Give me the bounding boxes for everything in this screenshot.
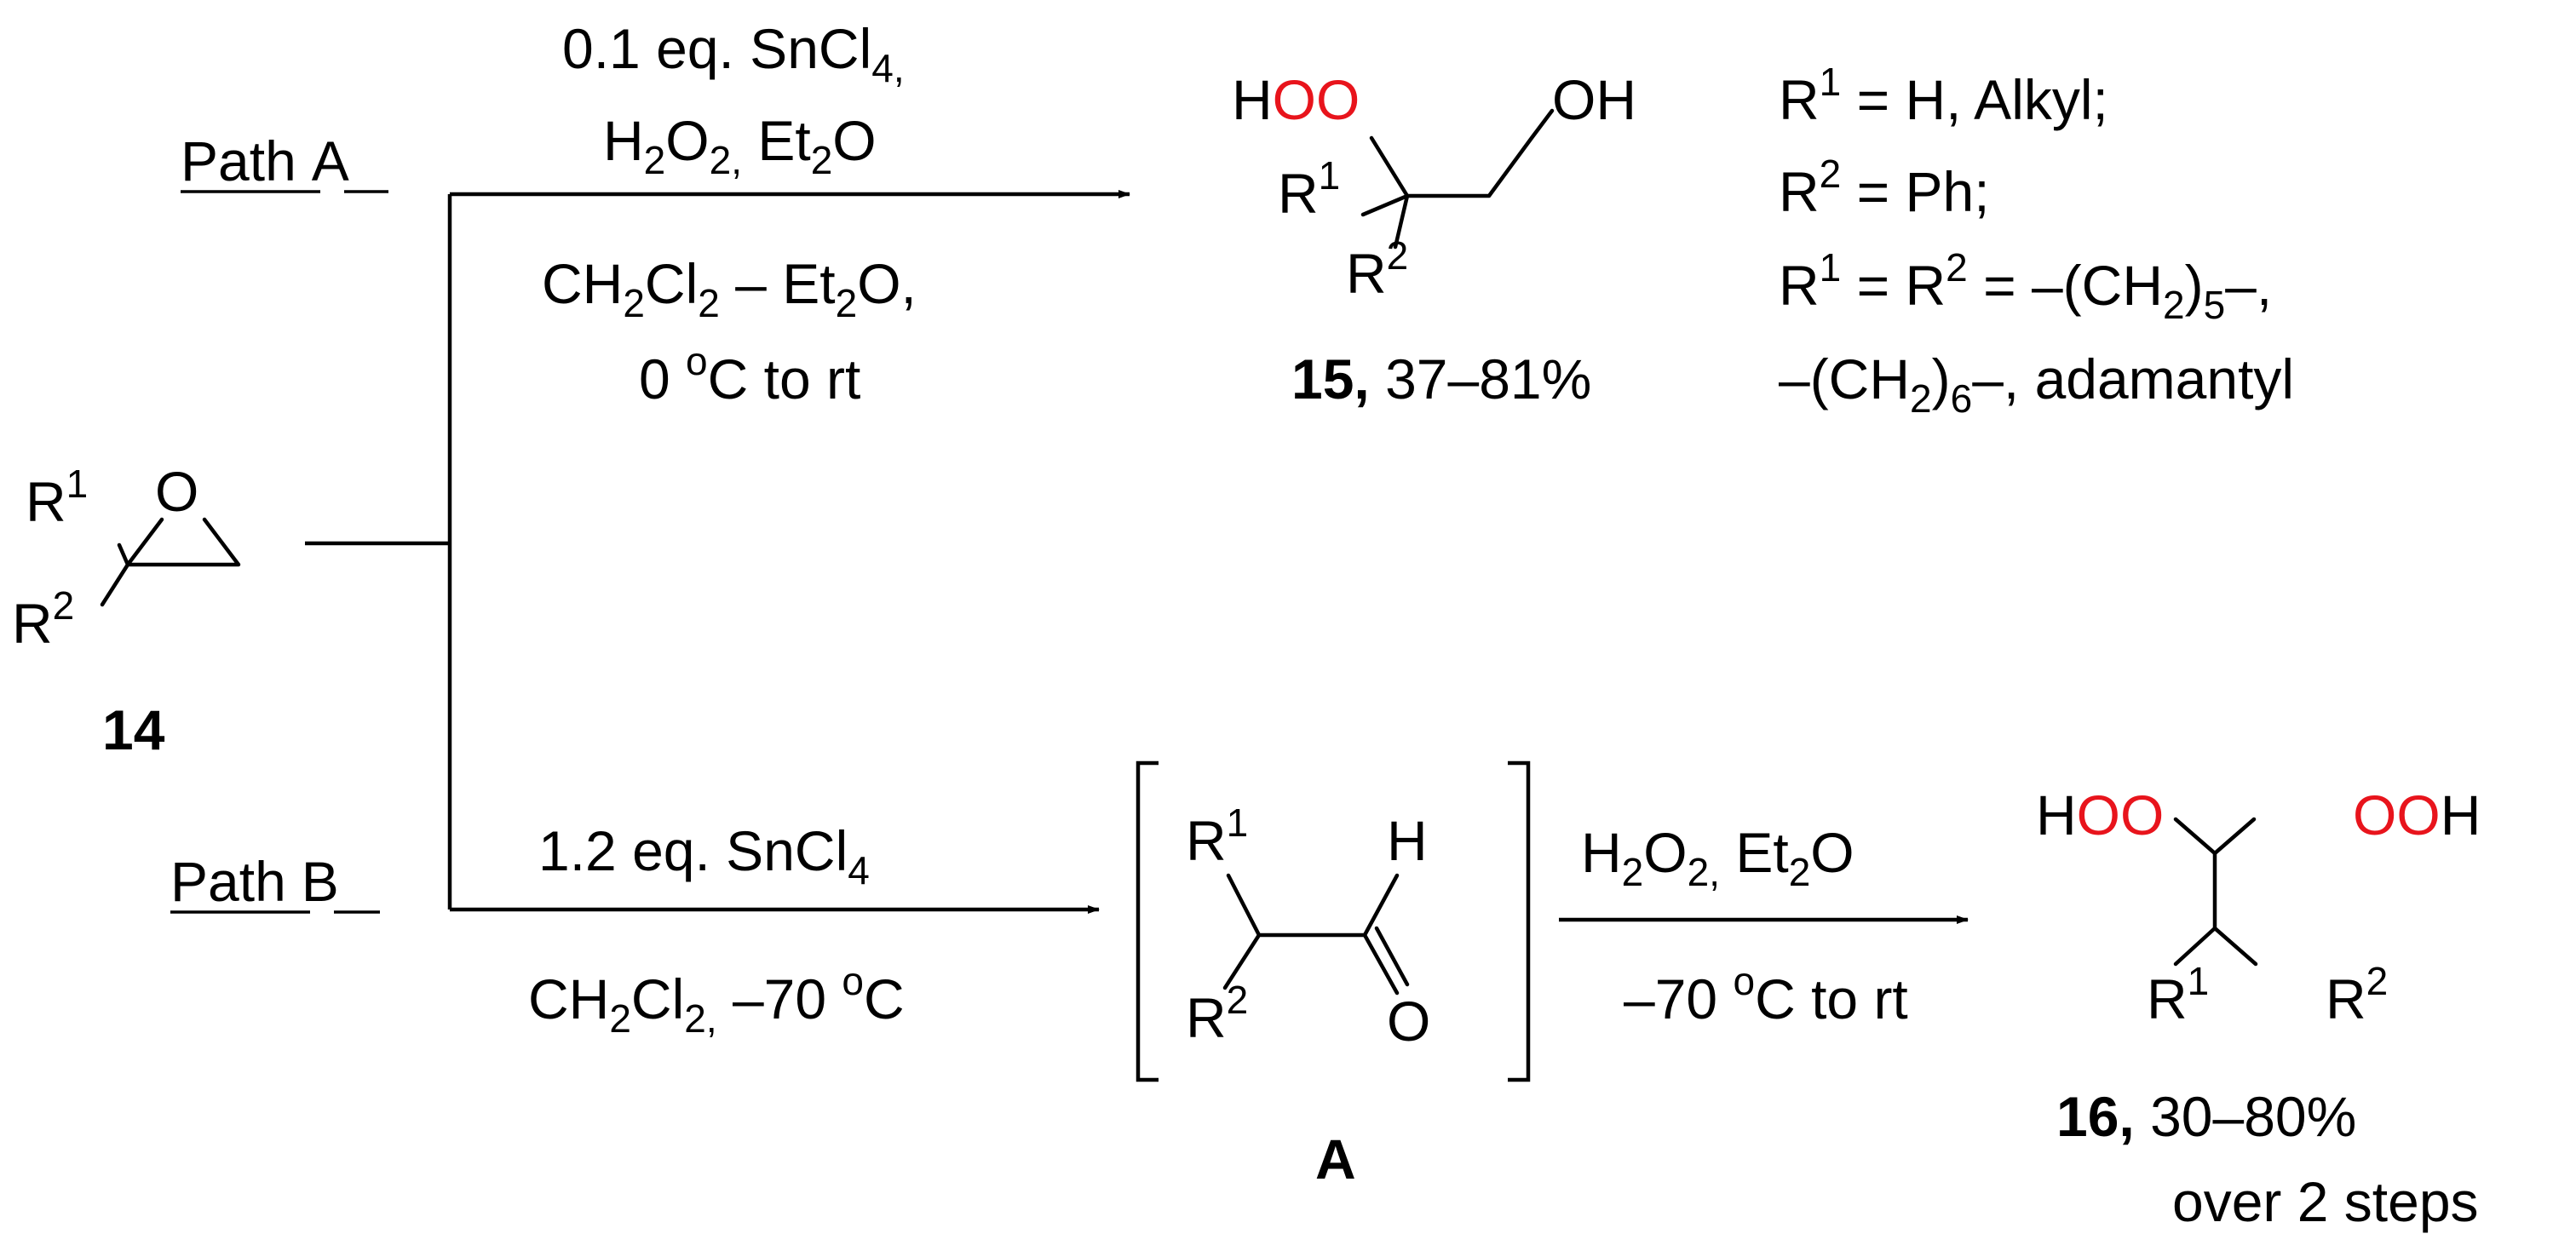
product-16-label: 16, 30–80% bbox=[2056, 1085, 2356, 1148]
intermediate-o: O bbox=[1387, 990, 1430, 1053]
bracket-right bbox=[1508, 760, 1531, 1082]
substituent-line-1: R1 = H, Alkyl; bbox=[1779, 60, 2108, 131]
compound-14-label: 14 bbox=[102, 698, 165, 761]
product-15-hooh: HOO bbox=[1232, 68, 1360, 131]
intermediate-bonds bbox=[1222, 873, 1410, 996]
substituent-line-2: R2 = Ph; bbox=[1779, 152, 1990, 223]
product-15-substituent-bonds bbox=[1360, 193, 1410, 250]
intermediate-a: R1 R2 H O A bbox=[1136, 760, 1531, 1191]
product-16-ooh-right: OOH bbox=[2353, 783, 2481, 846]
product-16-note: over 2 steps bbox=[2172, 1170, 2479, 1233]
path-a-temperature: 0 oC to rt bbox=[639, 339, 860, 410]
step-2-reagent: H2O2, Et2O bbox=[1581, 821, 1854, 894]
path-a-solvent: CH2Cl2 – Et2O, bbox=[542, 252, 917, 325]
compound-14: R1 O R2 14 bbox=[12, 460, 241, 761]
path-b-catalyst: 1.2 eq. SnCl4 bbox=[538, 819, 870, 892]
product-16-hoo-left: HOO bbox=[2036, 783, 2164, 846]
epoxide-oxygen: O bbox=[155, 460, 198, 523]
product-16-r1: R1 bbox=[2147, 959, 2209, 1030]
epoxide-ring bbox=[125, 517, 241, 567]
substituent-definitions: R1 = H, Alkyl; R2 = Ph; R1 = R2 = –(CH2)… bbox=[1779, 60, 2294, 421]
intermediate-r2: R2 bbox=[1186, 978, 1248, 1049]
product-15-label: 15, 37–81% bbox=[1291, 347, 1591, 410]
path-a-catalyst: 0.1 eq. SnCl4, bbox=[562, 17, 905, 90]
epoxide-r2: R2 bbox=[12, 583, 74, 655]
product-15-r2: R2 bbox=[1346, 233, 1408, 305]
intermediate-label: A bbox=[1315, 1128, 1356, 1191]
step-2-temperature: –70 oC to rt bbox=[1624, 959, 1908, 1030]
substituent-line-3: R1 = R2 = –(CH2)5–, bbox=[1779, 245, 2272, 327]
intermediate-h: H bbox=[1387, 809, 1428, 872]
path-a-reagent: H2O2, Et2O bbox=[603, 109, 877, 182]
product-15-oh: OH bbox=[1552, 68, 1636, 131]
compound-16: HOO OOH R1 R2 16, 30–80% over 2 steps bbox=[2036, 783, 2481, 1233]
step-2: H2O2, Et2O –70 oC to rt bbox=[1559, 821, 1969, 1030]
product-16-bonds bbox=[2173, 817, 2258, 967]
epoxide-r1: R1 bbox=[26, 462, 88, 533]
bracket-left bbox=[1136, 760, 1159, 1082]
product-15-backbone bbox=[1369, 108, 1555, 198]
branch-lines bbox=[305, 190, 1130, 914]
epoxide-substituent-bonds bbox=[100, 542, 130, 607]
product-15-r1: R1 bbox=[1278, 153, 1340, 225]
product-16-r2: R2 bbox=[2326, 959, 2388, 1030]
path-b-conditions: CH2Cl2, –70 oC bbox=[528, 959, 905, 1041]
intermediate-r1: R1 bbox=[1186, 801, 1248, 872]
substituent-line-4: –(CH2)6–, adamantyl bbox=[1779, 347, 2294, 421]
compound-15: HOO OH R1 R2 15, 37–81% bbox=[1232, 68, 1636, 410]
